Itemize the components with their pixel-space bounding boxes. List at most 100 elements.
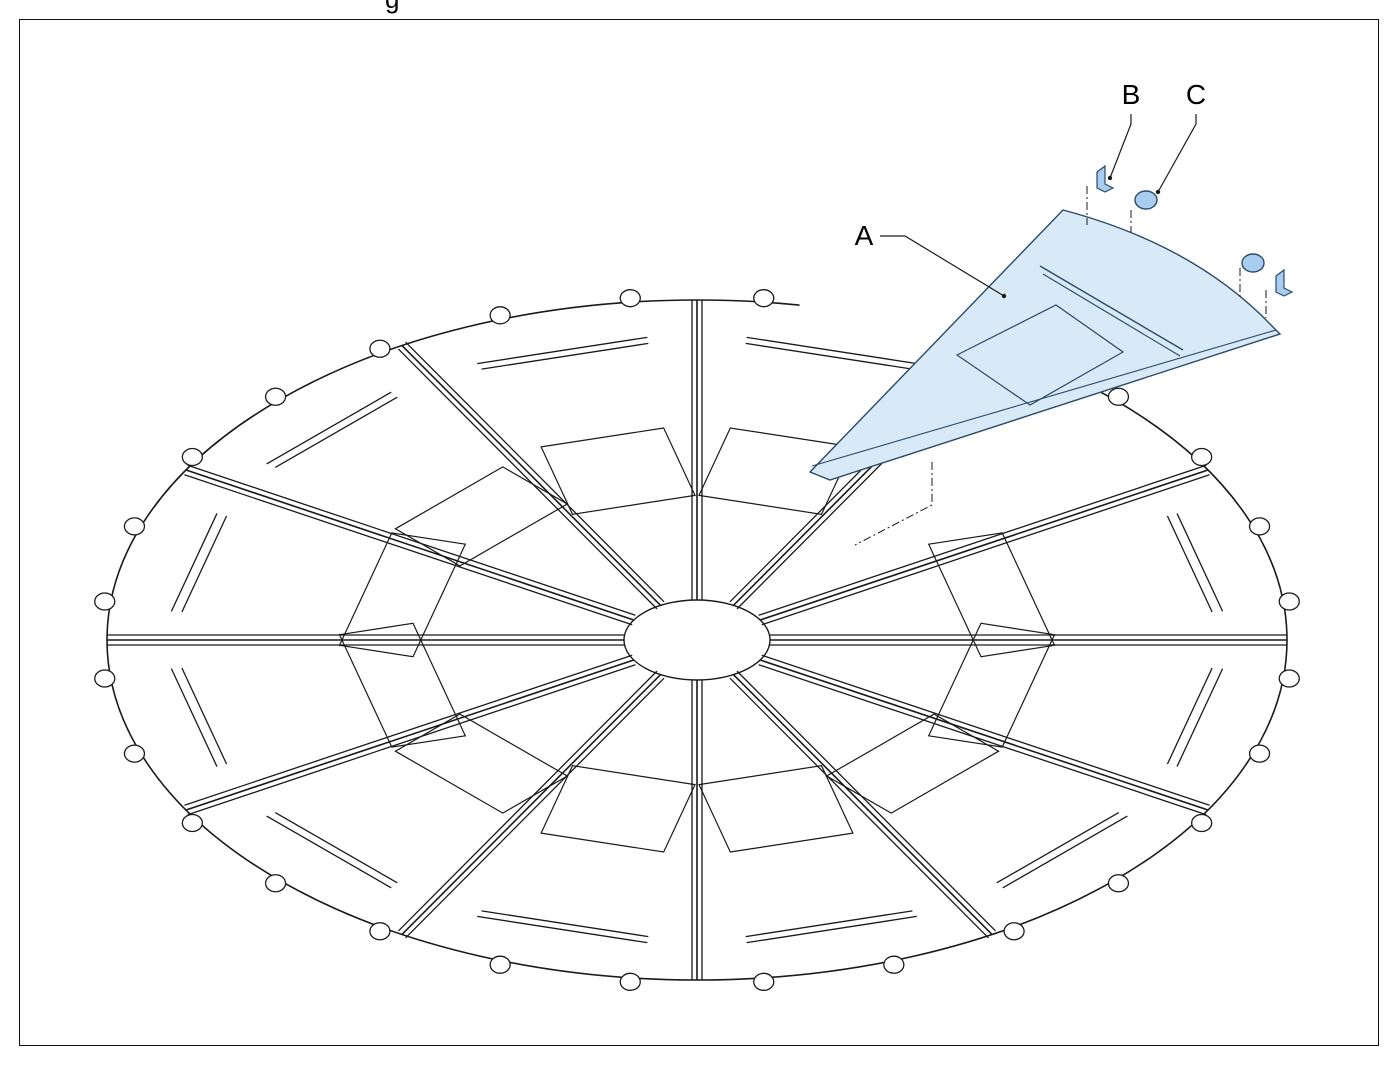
rib-center [732,674,993,936]
radial-rib [397,670,665,939]
panel-stiffener [170,513,228,613]
rim-foot [489,306,511,325]
rib-edge [729,677,989,939]
rib-edge [187,664,636,816]
part-c-foot [1241,253,1265,273]
radial-rib [691,300,703,600]
panel-plate [338,622,467,748]
stiffener-edge [746,336,917,365]
assembly-line [854,462,933,546]
stiffener-edge [477,336,648,365]
rim-foot [753,289,775,308]
rim-foot [1278,669,1300,688]
rib-center [401,344,662,606]
rib-edge [184,474,633,626]
stiffener-edge [274,396,398,468]
rim-foot [181,813,204,833]
panel-stiffener [266,812,398,889]
stiffener-edge [481,910,649,938]
rim-foot [369,922,391,941]
circular-base [94,289,1300,991]
stiffener-edge [746,915,917,944]
rib-edge [405,341,665,603]
rim-foot [1278,592,1300,611]
rib-center [401,674,662,936]
rim-foot [883,955,905,974]
stiffener-edge [1176,513,1224,612]
rim-foot [753,972,775,991]
stiffener-edge [1002,815,1128,889]
rib-edge [736,670,997,932]
stiffener-edge [170,513,218,612]
panel-stiffener [745,336,917,370]
rim-foot [264,387,287,406]
panel-plate [540,427,696,515]
panel-plate [927,622,1056,748]
rib-edge [397,670,658,932]
panel-plate [927,532,1056,658]
rim-foot [1107,387,1130,406]
rib-center [185,469,635,621]
radial-rib [107,634,624,646]
rib-edge [405,677,665,939]
exploded-section [808,164,1294,546]
stiffener-edge [481,342,649,370]
part-b-clip [1275,268,1294,297]
rib-edge [397,348,658,610]
rib-edge [758,664,1207,816]
stiffener-edge [274,812,398,884]
panel-stiffener [1166,667,1224,767]
section-a-stiffener [1042,273,1181,357]
rim-foot [1248,517,1271,536]
stiffener-edge [181,667,228,765]
rim-foot [1107,874,1130,893]
panel-stiffener [996,812,1128,889]
leader-a [880,235,1005,297]
stiffener-edge [266,815,392,889]
rib-edge [184,654,633,806]
panel-stiffener [1166,513,1224,613]
stiffener-edge [996,812,1120,884]
panel-stiffener [266,391,398,468]
panel-plate [540,765,696,853]
section-a-flange [811,329,1277,467]
rim-foot [1190,813,1213,833]
radial-rib [184,654,636,816]
panel-plate [338,532,467,658]
rim-foot [123,517,146,536]
rim-foot [94,592,116,611]
panel-stiffener [170,667,228,767]
callout-labels: g A B C [385,0,1206,299]
rim-foot [1190,447,1213,467]
radial-rib [758,464,1210,626]
rim-foot [369,339,391,358]
stiffener-edge [1176,668,1224,767]
leader-c [1157,114,1197,193]
panel-stiffener [745,910,917,944]
drawing-frame [19,19,1379,1046]
callout-a-label: A [855,220,874,251]
rim-foot [94,669,116,688]
panel-plate [698,765,854,853]
stiffener-edge [745,342,913,370]
rim-foot [123,744,146,763]
panel-plate [825,713,1000,814]
radial-rib [184,464,636,626]
stiffener-edge [1166,667,1213,765]
stiffener-edge [266,391,392,465]
radial-rib [770,634,1287,646]
panel-stiffener [477,910,649,944]
radial-rib [758,654,1210,816]
header-fragment: g [385,0,399,14]
stiffener-edge [745,910,913,938]
radial-rib [691,680,703,980]
rib-edge [187,464,636,616]
rib-center [759,469,1209,621]
rim-foot [619,289,641,308]
rib-edge [758,464,1207,616]
leader-a-dot [1001,293,1007,299]
leader-b-dot [1107,175,1113,181]
stiffener-edge [1166,515,1213,613]
rib-center [759,659,1209,811]
